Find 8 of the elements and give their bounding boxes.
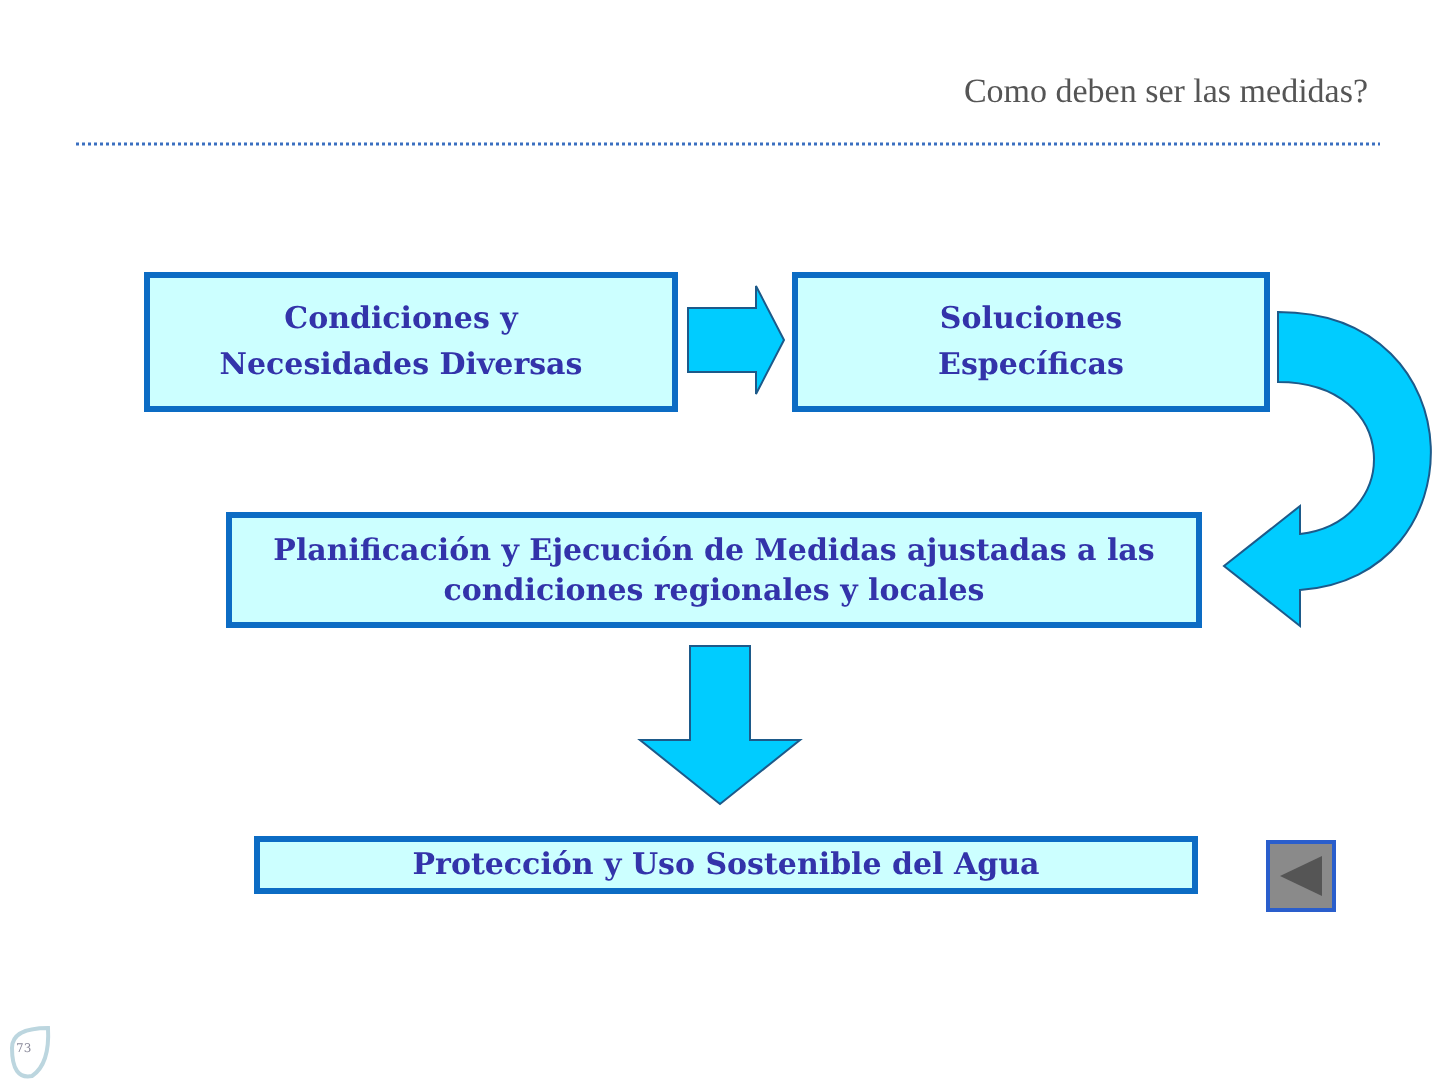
process-box: Condiciones y Necesidades Diversas xyxy=(144,272,678,412)
block-arrow xyxy=(637,645,803,806)
title: Como deben ser las medidas? xyxy=(961,72,1368,112)
block-arrow xyxy=(687,285,786,395)
block-arrow xyxy=(1223,311,1432,627)
process-box: Soluciones Específicas xyxy=(792,272,1270,412)
process-box: Protección y Uso Sostenible del Agua xyxy=(254,836,1198,894)
process-box: Planificación y Ejecución de Medidas ajustadas a las condiciones regionales y locales xyxy=(226,512,1202,628)
